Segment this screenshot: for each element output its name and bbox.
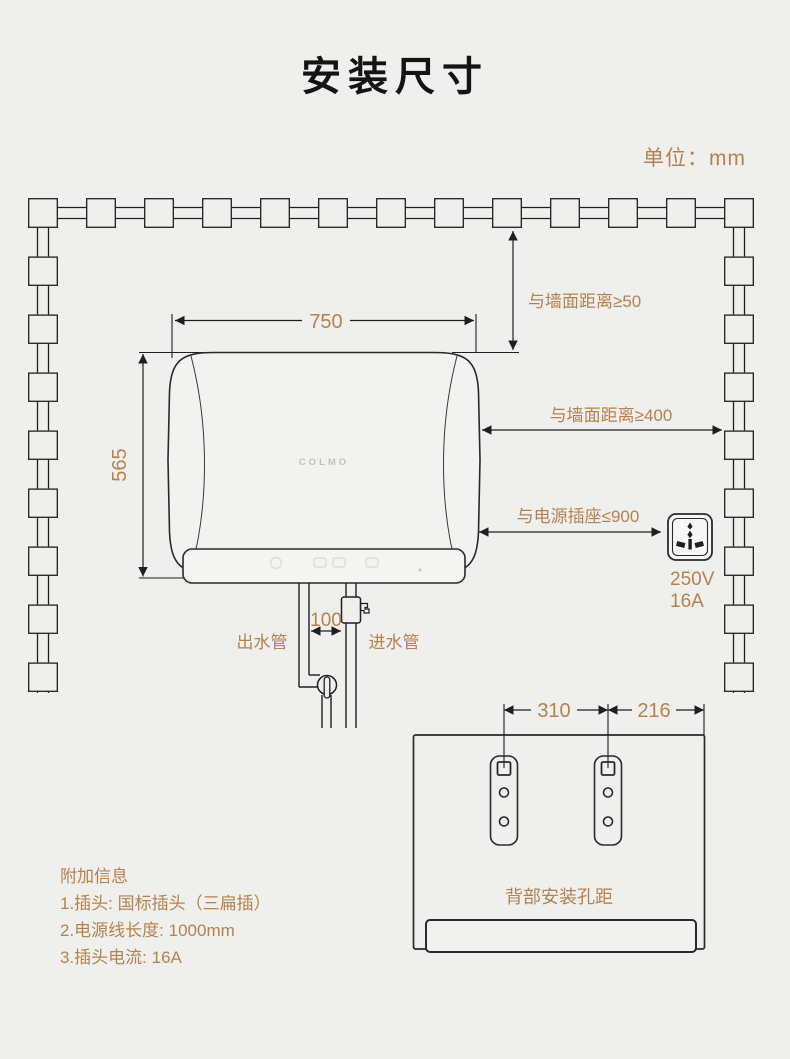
heater-right-seam xyxy=(443,355,458,571)
additional-notes: 附加信息 1.插头: 国标插头（三扁插） 2.电源线长度: 1000mm 3.插… xyxy=(60,863,271,971)
drain-valve-slot xyxy=(323,676,331,699)
power-socket-icon xyxy=(667,513,713,561)
hole-distance-right-value: 216 xyxy=(637,700,670,722)
brick-wall-left xyxy=(28,228,58,693)
heater-left-seam xyxy=(190,355,205,571)
unit-label: 单位：mm xyxy=(643,147,746,170)
inlet-valve-icon xyxy=(340,596,362,624)
brick-wall-right xyxy=(724,228,754,693)
dim-pipe-spacing: 100 xyxy=(310,610,342,636)
note-item: 3.插头电流: 16A xyxy=(60,948,182,967)
inlet-valve-handle-icon xyxy=(359,602,370,614)
outlet-pipe xyxy=(298,583,338,728)
rear-panel xyxy=(412,734,706,950)
control-panel xyxy=(182,548,466,584)
dim-width-750: 750 xyxy=(175,309,474,333)
dim-side-clearance: 与墙面距离≥400 xyxy=(482,406,722,435)
mounting-bracket-right xyxy=(593,755,623,846)
page-title: 安装尺寸 xyxy=(301,55,489,99)
side-clearance-label: 与墙面距离≥400 xyxy=(550,406,673,425)
notes-heading: 附加信息 xyxy=(60,867,128,886)
outlet-pipe-label: 出水管 xyxy=(237,633,288,652)
heater-rear-view: 310 216 背部安装孔距 xyxy=(412,699,706,953)
socket-rating-voltage: 250V xyxy=(670,569,715,590)
note-item: 2.电源线长度: 1000mm xyxy=(60,921,235,940)
hole-distance-left-value: 310 xyxy=(537,700,570,722)
dim-top-clearance: 与墙面距离≥50 xyxy=(508,231,641,350)
heater-front-view: COLMO xyxy=(167,351,481,584)
dim-hole-310: 310 xyxy=(504,699,608,722)
pipes xyxy=(298,583,370,728)
dim-height-value: 565 xyxy=(109,448,131,481)
socket-rating-current: 16A xyxy=(670,591,704,612)
bottom-rail xyxy=(425,919,697,953)
rear-caption: 背部安装孔距 xyxy=(505,887,613,907)
pipe-spacing-value: 100 xyxy=(310,610,342,631)
dim-width-value: 750 xyxy=(309,311,342,333)
brick-wall xyxy=(28,198,754,693)
dim-hole-216: 216 xyxy=(608,699,704,722)
socket-rating: 250V 16A xyxy=(670,569,715,612)
note-item: 1.插头: 国标插头（三扁插） xyxy=(60,894,271,913)
dim-socket-distance: 与电源插座≤900 xyxy=(479,507,661,537)
control-panel-icons xyxy=(269,556,422,572)
brick-wall-top xyxy=(28,198,754,228)
socket-distance-label: 与电源插座≤900 xyxy=(517,507,640,526)
top-clearance-label: 与墙面距离≥50 xyxy=(528,292,641,311)
inlet-pipe xyxy=(340,583,370,728)
dim-height-565: 565 xyxy=(109,354,148,577)
inlet-pipe-label: 进水管 xyxy=(369,633,420,652)
power-indicator-dot xyxy=(418,568,422,572)
brand-logo: COLMO xyxy=(299,457,349,468)
mounting-bracket-left xyxy=(489,755,519,846)
